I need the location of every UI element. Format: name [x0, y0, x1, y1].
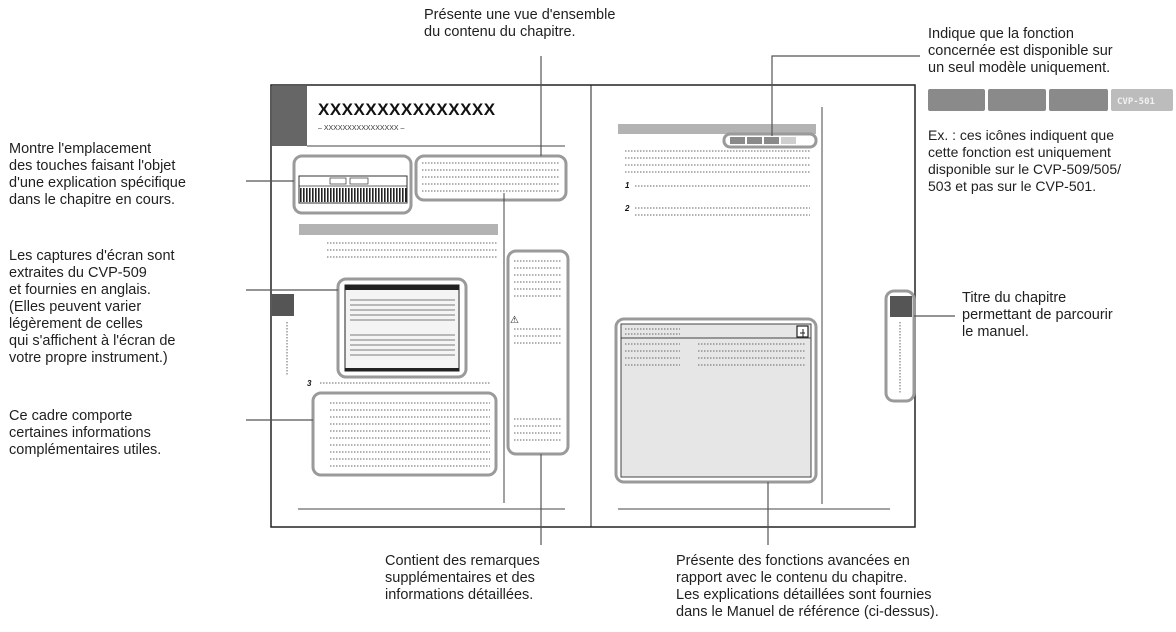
model-tag-legend: CVP-501 — [928, 89, 1173, 111]
chapter-tab-right — [890, 296, 912, 317]
annotation-model-example: Ex. : ces icônes indiquent que cette fon… — [928, 127, 1122, 194]
annotation-chapter-title: Titre du chapitre permettant de parcouri… — [962, 290, 1113, 340]
annotation-keys-location: Montre l'emplacement des touches faisant… — [9, 141, 186, 208]
keyboard-keys — [300, 188, 407, 202]
keyboard-key — [300, 188, 302, 202]
keyboard-key — [381, 188, 383, 202]
advanced-placeholder-lines — [625, 328, 806, 366]
keyboard-key — [324, 188, 326, 202]
keyboard-key — [393, 188, 395, 202]
keyboard-key — [357, 188, 359, 202]
overview-frame — [414, 154, 568, 202]
model-icon-4 — [781, 137, 796, 144]
keyboard-key — [327, 188, 329, 202]
keyboard-key — [303, 188, 305, 202]
keyboard-key — [318, 188, 320, 202]
keyboard-key — [384, 188, 386, 202]
step-number-3: 3 — [307, 379, 312, 388]
model-tag-label: CVP-501 — [1117, 97, 1155, 107]
model-icon-3 — [764, 137, 779, 144]
keyboard-key — [315, 188, 317, 202]
screenshot-staff-lines — [350, 299, 455, 356]
keyboard-key — [375, 188, 377, 202]
annotation-screenshots: Les captures d'écran sont extraites du C… — [9, 248, 176, 366]
annotation-advanced: Présente des fonctions avancées en rappo… — [676, 553, 939, 620]
keyboard-key — [339, 188, 341, 202]
overview-placeholder-lines — [422, 162, 560, 192]
remarks-placeholder-lines — [514, 260, 562, 441]
annotation-frame-info: Ce cadre comporte certaines informations… — [9, 408, 162, 458]
keyboard-key — [306, 188, 308, 202]
keyboard-key — [366, 188, 368, 202]
keyboard-key — [372, 188, 374, 202]
annotation-remarks: Contient des remarques supplémentaires e… — [385, 553, 540, 603]
step-number-2: 2 — [624, 204, 630, 213]
model-icon-1 — [730, 137, 745, 144]
keyboard-key — [360, 188, 362, 202]
page-title-placeholder: XXXXXXXXXXXXXXX — [318, 100, 496, 119]
info-frame — [311, 391, 498, 477]
reference-page-icon — [796, 325, 809, 338]
model-icon-2 — [747, 137, 762, 144]
page-subtitle-placeholder: – XXXXXXXXXXXXXXXX – — [318, 125, 405, 132]
keyboard-key — [330, 188, 332, 202]
keyboard-key — [345, 188, 347, 202]
step-number-1: 1 — [625, 181, 630, 190]
keyboard-key — [402, 188, 404, 202]
keyboard-key — [405, 188, 407, 202]
right-body-placeholder-lines — [625, 150, 810, 216]
annotation-model-only: Indique que la fonction concernée est di… — [928, 26, 1113, 76]
keyboard-key — [351, 188, 353, 202]
keyboard-key — [321, 188, 323, 202]
info-placeholder-lines — [330, 402, 490, 467]
screenshot-image — [344, 284, 460, 372]
remarks-frame — [506, 249, 570, 456]
left-body-placeholder-lines — [327, 242, 497, 258]
keyboard-illustration — [298, 175, 408, 204]
section-heading-bar-right — [618, 124, 816, 134]
annotation-overview: Présente une vue d'ensemble du contenu d… — [424, 7, 616, 40]
keyboard-key — [333, 188, 335, 202]
keyboard-key — [312, 188, 314, 202]
keyboard-key — [309, 188, 311, 202]
keyboard-key — [390, 188, 392, 202]
keyboard-key — [348, 188, 350, 202]
keyboard-key — [369, 188, 371, 202]
keyboard-key — [396, 188, 398, 202]
keyboard-key — [378, 188, 380, 202]
keyboard-key — [387, 188, 389, 202]
keyboard-key — [399, 188, 401, 202]
keyboard-key — [342, 188, 344, 202]
section-heading-bar-left — [299, 224, 498, 235]
advanced-panel — [620, 323, 812, 478]
chapter-block-top — [272, 86, 307, 146]
keyboard-key — [363, 188, 365, 202]
keyboard-key — [336, 188, 338, 202]
leader-model-only — [771, 55, 920, 136]
warning-icon: ⚠ — [510, 315, 519, 326]
keyboard-key — [354, 188, 356, 202]
keyboard-frame — [292, 154, 413, 215]
chapter-tab-left — [272, 294, 294, 316]
